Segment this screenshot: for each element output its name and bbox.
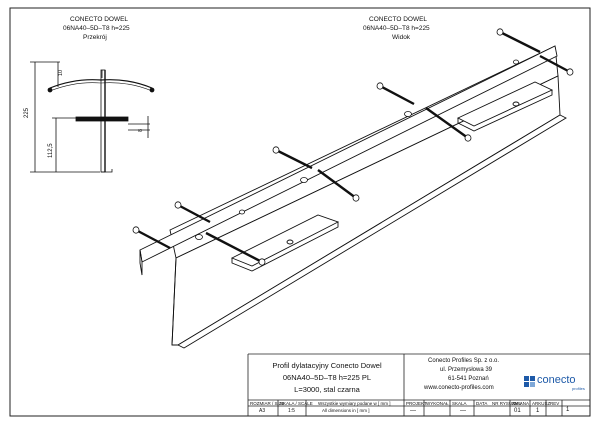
section-product-label: CONECTO DOWEL <box>70 16 129 23</box>
dim-thickness: 8 <box>138 128 144 132</box>
iso-bottom-return <box>177 114 567 349</box>
sheet-count: 1 <box>536 408 540 414</box>
section-view <box>30 61 155 173</box>
format-label: ROZMIAR / SIZE <box>250 401 285 406</box>
row-label-0: PROJEKT <box>406 401 427 406</box>
row-label-3: DATA <box>476 401 488 406</box>
title-block-grid <box>247 353 590 416</box>
row-label-4: NR RYSUNKU <box>492 401 522 406</box>
conecto-logo-mark <box>524 376 535 387</box>
section-top-flange <box>49 79 153 89</box>
dash-2: — <box>460 408 466 414</box>
company-web: www.conecto-profiles.com <box>424 385 494 391</box>
section-view-name: Przekrój <box>83 34 107 41</box>
company-name: Conecto Profiles Sp. z o.o. <box>428 358 500 364</box>
company-city: 61-541 Poznań <box>448 376 489 382</box>
scale-label: SKALA / SCALE <box>280 401 313 406</box>
title-line-3: L=3000, stal czarna <box>294 385 360 394</box>
iso-product-label: CONECTO DOWEL <box>369 16 428 23</box>
iso-holes <box>195 59 519 240</box>
dash-1: — <box>410 408 416 414</box>
rev-value: 1 <box>566 407 570 413</box>
row-label-1: WYKONAŁ <box>426 401 449 406</box>
format-value: A3 <box>259 408 266 414</box>
note-line-2: All dimensions in [ mm ] <box>322 408 370 413</box>
title-line-2: 06NA40–5D–T8 h=225 PL <box>282 373 372 382</box>
iso-view-name: Widok <box>392 34 411 41</box>
row-label-2: SKALA <box>452 401 467 406</box>
dim-top-gap: 10 <box>58 69 64 76</box>
company-street: ul. Przemysłowa 39 <box>440 367 493 373</box>
iso-dowel-bars <box>135 30 571 264</box>
scale-value: 1:5 <box>288 408 295 414</box>
title-line-1: Profil dylatacyjny Conecto Dowel <box>272 361 382 370</box>
iso-code-label: 06NA40–5D–T8 h=225 <box>363 25 430 32</box>
row-label-5: ZMIANA <box>512 401 530 406</box>
dim-overall-height: 225 <box>24 107 30 118</box>
sheet-border <box>9 7 591 417</box>
sheet-label: ARKUSZ <box>532 401 551 406</box>
isometric-view <box>132 28 574 349</box>
section-dowel <box>75 116 129 122</box>
rev-label: REV <box>550 401 560 406</box>
sheet-number: 01 <box>514 408 521 414</box>
logo-subtext: profiles <box>572 386 585 391</box>
iso-dowel-ends <box>132 28 574 266</box>
logo-text: conecto <box>537 374 576 386</box>
section-code-label: 06NA40–5D–T8 h=225 <box>63 25 130 32</box>
note-line-1: Wszystkie wymiary podane w [ mm ] <box>318 401 391 406</box>
dim-lower-height: 112,5 <box>48 143 54 158</box>
